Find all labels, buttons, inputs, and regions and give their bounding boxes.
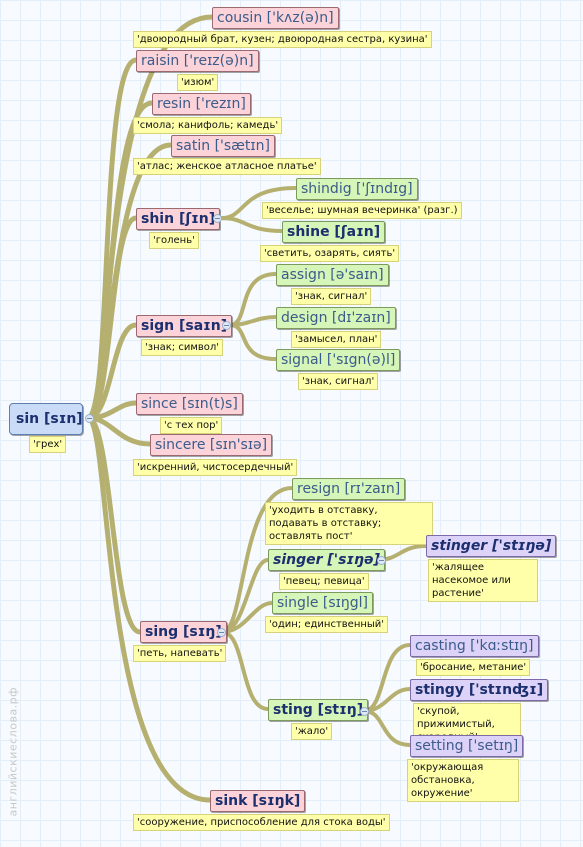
word-sincere[interactable]: sincere [sɪn'sɪə]	[150, 434, 273, 456]
word-shine[interactable]: shine [ʃaɪn]	[282, 221, 386, 243]
translation-raisin: 'изюм'	[177, 74, 219, 91]
word-sink[interactable]: sink [sɪŋk]	[210, 790, 306, 812]
translation-resin: 'смола; канифоль; камедь'	[133, 117, 283, 134]
translation-resign: 'уходить в отставку, подавать в отставку…	[265, 502, 433, 545]
word-sign[interactable]: sign [saɪn]	[136, 315, 233, 337]
word-sting[interactable]: sting [stɪŋ]	[268, 699, 369, 721]
translation-shin: 'голень'	[149, 232, 199, 249]
collapse-toggle-icon[interactable]	[360, 707, 369, 716]
word-stinger[interactable]: stinger ['stɪŋə]	[426, 535, 557, 557]
word-single[interactable]: single [sɪŋgl]	[272, 592, 373, 614]
translation-since: 'с тех пор'	[160, 417, 223, 434]
translation-design: 'замысел, план'	[291, 331, 382, 348]
watermark: английскиеслова.рф	[6, 686, 20, 817]
translation-sing: 'петь, напевать'	[133, 645, 227, 662]
word-cousin[interactable]: cousin ['kʌz(ə)n]	[212, 7, 339, 29]
word-resin[interactable]: resin ['rezɪn]	[152, 93, 251, 115]
collapse-toggle-icon[interactable]	[213, 214, 222, 223]
collapse-toggle-icon[interactable]	[217, 628, 226, 637]
translation-sting: 'жало'	[291, 723, 333, 740]
translation-casting: 'бросание, метание'	[416, 659, 531, 676]
word-since[interactable]: since [sɪn(t)s]	[136, 393, 243, 415]
word-setting[interactable]: setting ['setɪŋ]	[410, 735, 524, 757]
word-singer[interactable]: singer ['sɪŋə]	[268, 549, 385, 571]
root-word[interactable]: sin [sɪn]	[9, 403, 83, 435]
collapse-toggle-icon[interactable]	[85, 414, 94, 423]
translation-shindig: 'веселье; шумная вечеринка' (разг.)	[262, 202, 462, 219]
translation-assign: 'знак, сигнал'	[291, 288, 372, 305]
word-shin[interactable]: shin [ʃɪn]	[136, 208, 221, 230]
word-casting[interactable]: casting ['kɑːstɪŋ]	[410, 635, 539, 657]
word-shindig[interactable]: shindig ['ʃɪndɪg]	[296, 178, 418, 200]
translation-shine: 'светить, озарять, сиять'	[260, 245, 400, 262]
translation-single: 'один; единственный'	[265, 616, 389, 633]
word-design[interactable]: design [dɪ'zaɪn]	[276, 307, 396, 329]
translation-sincere: 'искренний, чистосердечный'	[133, 459, 298, 476]
word-satin[interactable]: satin ['sætɪn]	[171, 135, 275, 157]
word-resign[interactable]: resign [rɪ'zaɪn]	[292, 478, 406, 500]
translation-setting: 'окружающая обстановка, окружение'	[407, 759, 519, 802]
root-translation: 'грех'	[29, 436, 67, 453]
word-raisin[interactable]: raisin ['reɪz(ə)n]	[136, 50, 259, 72]
translation-signal: 'знак, сигнал'	[298, 373, 379, 390]
translation-singer: 'певец; певица'	[279, 573, 369, 590]
word-assign[interactable]: assign [ə'saɪn]	[276, 264, 389, 286]
translation-cousin: 'двоюродный брат, кузен; двоюродная сест…	[133, 31, 432, 48]
word-signal[interactable]: signal ['sɪgn(ə)l]	[276, 349, 401, 371]
collapse-toggle-icon[interactable]	[222, 321, 231, 330]
word-sing[interactable]: sing [sɪŋ]	[140, 621, 227, 643]
collapse-toggle-icon[interactable]	[377, 556, 386, 565]
translation-sink: 'сооружение, приспособление для стока во…	[133, 814, 390, 831]
translation-satin: 'атлас; женское атласное платье'	[133, 158, 321, 175]
translation-stinger: 'жалящее насекомое или растение'	[428, 559, 538, 602]
translation-sign: 'знак; символ'	[141, 339, 224, 356]
word-stingy[interactable]: stingy ['stɪnʤɪ]	[410, 679, 549, 701]
